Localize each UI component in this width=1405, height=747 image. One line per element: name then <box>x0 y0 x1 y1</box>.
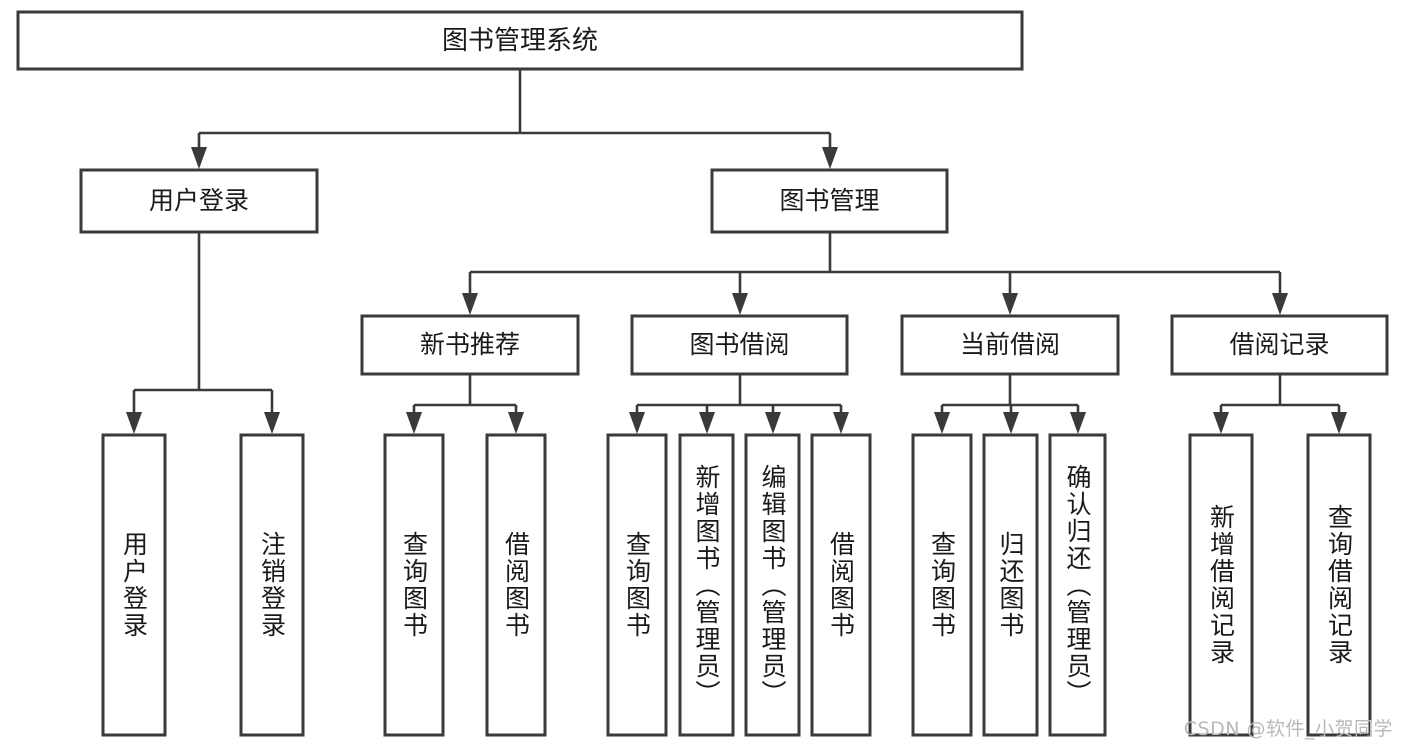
connector-group-s2 <box>629 374 849 434</box>
node-s1-box[interactable] <box>360 314 580 376</box>
node-m2-box[interactable] <box>710 168 949 234</box>
arrowhead-icon <box>191 147 207 169</box>
arrowhead-icon <box>462 293 478 315</box>
arrowhead-icon <box>264 412 280 434</box>
arrowhead-icon <box>1003 412 1019 434</box>
connector-group-m1 <box>126 232 280 434</box>
node-root-label: 图书管理系统 <box>442 26 598 56</box>
connector-group-s4 <box>1213 374 1347 434</box>
node-s2-label: 图书借阅 <box>689 330 789 359</box>
connector-group-s3 <box>934 374 1086 434</box>
node-s4-box[interactable] <box>1170 314 1389 376</box>
node-l13-box[interactable] <box>1306 433 1372 737</box>
node-root-box[interactable] <box>16 10 1024 71</box>
node-l4-box[interactable] <box>485 433 547 737</box>
arrowhead-icon <box>1331 412 1347 434</box>
node-l12-box[interactable] <box>1188 433 1254 737</box>
arrowhead-icon <box>833 412 849 434</box>
node-l7-box[interactable] <box>744 433 801 737</box>
node-l8-box[interactable] <box>810 433 872 737</box>
arrowhead-icon <box>629 412 645 434</box>
arrowhead-icon <box>699 412 715 434</box>
arrowhead-icon <box>1272 293 1288 315</box>
connector-group-m2 <box>462 232 1288 315</box>
arrowhead-icon <box>1213 412 1229 434</box>
node-m1-label: 用户登录 <box>149 186 249 215</box>
arrowhead-icon <box>508 412 524 434</box>
node-m2-label: 图书管理 <box>779 186 879 215</box>
node-l1-box[interactable] <box>101 433 167 737</box>
nodes-layer <box>16 10 1389 737</box>
connectors-layer <box>126 69 1347 434</box>
arrowhead-icon <box>822 147 838 169</box>
node-l11-box[interactable] <box>1048 433 1107 737</box>
node-m1-box[interactable] <box>79 168 319 234</box>
node-l9-box[interactable] <box>911 433 973 737</box>
node-l2-box[interactable] <box>239 433 305 737</box>
node-s4-label: 借阅记录 <box>1229 330 1329 359</box>
arrowhead-icon <box>406 412 422 434</box>
arrowhead-icon <box>126 412 142 434</box>
arrowhead-icon <box>934 412 950 434</box>
node-l3-box[interactable] <box>383 433 445 737</box>
arrowhead-icon <box>765 412 781 434</box>
connector-group-root <box>191 69 838 169</box>
node-l10-box[interactable] <box>982 433 1039 737</box>
node-l6-box[interactable] <box>678 433 735 737</box>
arrowhead-icon <box>732 293 748 315</box>
node-l5-box[interactable] <box>606 433 668 737</box>
watermark-text: CSDN @软件_小贺同学 <box>1183 718 1393 740</box>
node-s3-box[interactable] <box>900 314 1120 376</box>
node-s1-label: 新书推荐 <box>420 330 520 359</box>
arrowhead-icon <box>1070 412 1086 434</box>
connector-group-s1 <box>406 374 524 434</box>
node-s3-label: 当前借阅 <box>960 330 1060 359</box>
arrowhead-icon <box>1002 293 1018 315</box>
node-s2-box[interactable] <box>630 314 849 376</box>
